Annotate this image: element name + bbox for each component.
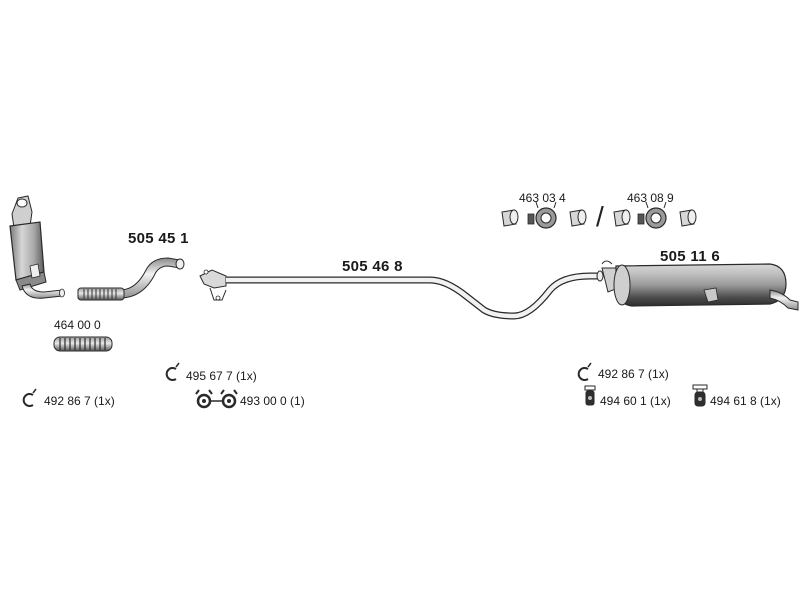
- part-number-middle-pipe: 505 46 8: [342, 258, 403, 275]
- part-number-clamp-set-front: 463 03 4: [519, 191, 566, 205]
- flex-hose: [53, 336, 113, 352]
- clamp-icon-mid: [165, 362, 180, 381]
- separator-slash: /: [596, 201, 604, 232]
- catalytic-converter: [9, 195, 65, 299]
- clamp-set-rear: [613, 201, 697, 229]
- part-number-rubber-mount-b: 494 61 8 (1x): [710, 394, 781, 408]
- part-number-clamp-mid: 495 67 7 (1x): [186, 369, 257, 383]
- part-number-gasket-set: 493 00 0 (1): [240, 394, 305, 408]
- part-number-clamp-right: 492 86 7 (1x): [598, 367, 669, 381]
- part-number-rear-silencer: 505 11 6: [660, 248, 720, 265]
- clamp-icon-right: [577, 362, 592, 381]
- clamp-icon-left: [22, 388, 37, 407]
- middle-pipe: [199, 269, 604, 320]
- part-number-front-pipe: 505 45 1: [128, 230, 189, 247]
- front-pipe: [77, 257, 185, 301]
- gasket-set-icon: [195, 389, 238, 409]
- clamp-set-front: [501, 201, 587, 229]
- rubber-mount-icon-a: [584, 385, 596, 406]
- rubber-mount-icon-b: [692, 384, 708, 407]
- part-number-clamp-left: 492 86 7 (1x): [44, 394, 115, 408]
- part-number-rubber-mount-a: 494 60 1 (1x): [600, 394, 671, 408]
- part-number-flex-hose: 464 00 0: [54, 318, 101, 332]
- rear-silencer: [601, 260, 799, 311]
- part-number-clamp-set-rear: 463 08 9: [627, 191, 674, 205]
